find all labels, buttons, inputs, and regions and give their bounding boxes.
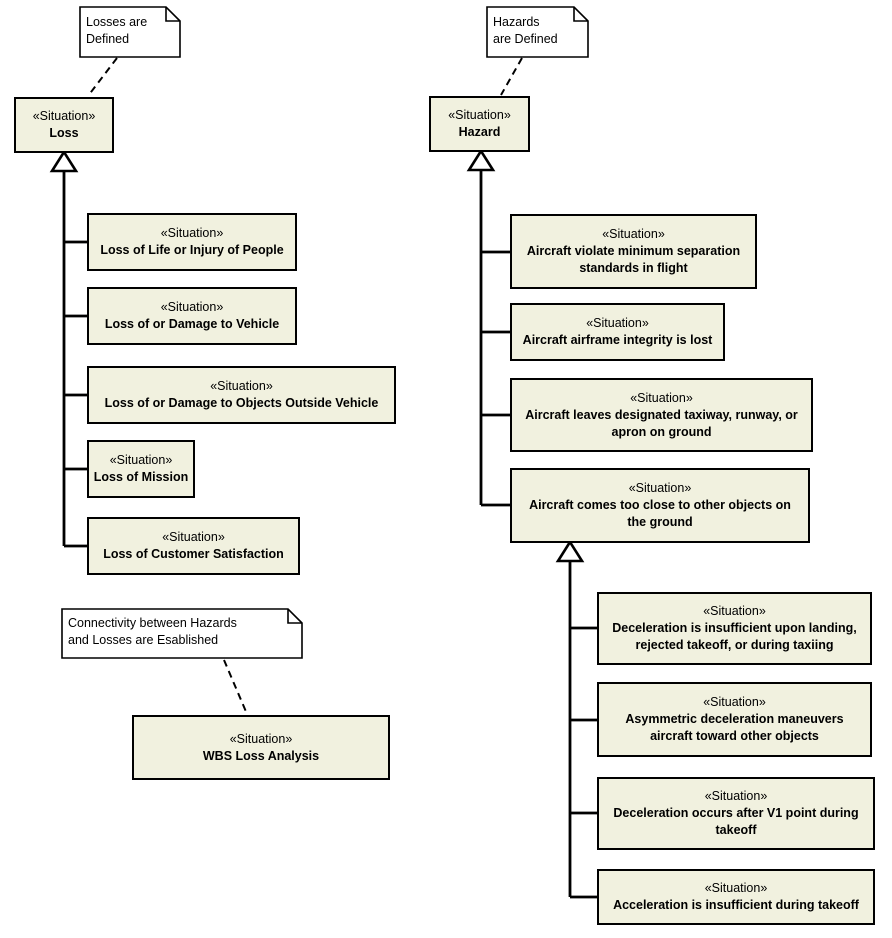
stereotype-label: «Situation» xyxy=(162,530,225,544)
situation-name: Loss xyxy=(49,126,79,140)
note-shape-losses-defined xyxy=(79,6,181,58)
situation-name: Hazard xyxy=(458,125,501,139)
situation-box-deceleration-after-v1: «Situation» Deceleration occurs after V1… xyxy=(597,777,875,850)
situation-name: Loss of Mission xyxy=(93,470,189,484)
generalization-tree-loss xyxy=(62,171,87,548)
generalization-tree-hazard xyxy=(479,170,510,507)
situation-name: Loss of Life or Injury of People xyxy=(100,243,284,257)
situation-box-wbs-loss-analysis: «Situation» WBS Loss Analysis xyxy=(132,715,390,780)
stereotype-label: «Situation» xyxy=(160,226,224,240)
stereotype-label: «Situation» xyxy=(586,316,649,330)
situation-box-loss-of-mission: «Situation» Loss of Mission xyxy=(87,440,195,498)
situation-box-too-close-ground: «Situation» Aircraft comes too close to … xyxy=(510,468,810,543)
generalization-arrowhead-hazard xyxy=(466,148,496,172)
situation-box-deceleration-insufficient: «Situation» Deceleration is insufficient… xyxy=(597,592,872,665)
stereotype-label: «Situation» xyxy=(630,390,693,405)
situation-box-damage-to-vehicle: «Situation» Loss of or Damage to Vehicle xyxy=(87,287,297,345)
situation-name: Loss of or Damage to Vehicle xyxy=(104,317,280,331)
note-losses-defined: Losses are Defined xyxy=(86,15,148,46)
generalization-arrowhead-ground-proximity xyxy=(555,539,585,563)
situation-name: WBS Loss Analysis xyxy=(202,748,320,763)
situation-box-hazard: «Situation» Hazard xyxy=(429,96,530,152)
stereotype-label: «Situation» xyxy=(703,604,766,618)
note-anchor-connectivity xyxy=(223,659,248,715)
stereotype-label: «Situation» xyxy=(628,481,692,495)
situation-box-airframe-integrity: «Situation» Aircraft airframe integrity … xyxy=(510,303,725,361)
situation-name: Loss of or Damage to Objects Outside Veh… xyxy=(104,396,379,410)
note-shape-connectivity xyxy=(61,608,303,659)
situation-box-asymmetric-deceleration: «Situation» Asymmetric deceleration mane… xyxy=(597,682,872,757)
situation-name: Acceleration is insufficient during take… xyxy=(613,898,859,912)
situation-name: Deceleration is insufficient upon landin… xyxy=(612,621,857,652)
stereotype-label: «Situation» xyxy=(704,789,768,803)
note-anchor-losses xyxy=(87,57,118,97)
situation-box-customer-satisfaction: «Situation» Loss of Customer Satisfactio… xyxy=(87,517,300,575)
situation-name: Deceleration occurs after V1 point durin… xyxy=(613,806,859,837)
situation-name: Aircraft comes too close to other object… xyxy=(529,498,791,529)
note-anchor-hazards xyxy=(500,57,523,96)
stereotype-label: «Situation» xyxy=(448,108,511,122)
generalization-tree-ground-proximity xyxy=(568,561,597,899)
note-connectivity: Connectivity between Hazards and Losses … xyxy=(68,616,237,647)
stereotype-label: «Situation» xyxy=(160,300,224,314)
stereotype-label: «Situation» xyxy=(32,109,96,123)
situation-name: Aircraft airframe integrity is lost xyxy=(522,333,713,347)
note-fold-icon xyxy=(165,7,180,22)
situation-box-loss: «Situation» Loss xyxy=(14,97,114,153)
stereotype-label: «Situation» xyxy=(229,731,293,746)
stereotype-label: «Situation» xyxy=(602,227,665,241)
situation-name: Aircraft violate minimum separation stan… xyxy=(526,244,741,275)
situation-box-damage-outside-vehicle: «Situation» Loss of or Damage to Objects… xyxy=(87,366,396,424)
stereotype-label: «Situation» xyxy=(109,453,173,467)
note-hazards-defined: Hazards are Defined xyxy=(493,15,558,46)
situation-box-leaves-taxiway: «Situation» Aircraft leaves designated t… xyxy=(510,378,813,452)
situation-box-loss-of-life: «Situation» Loss of Life or Injury of Pe… xyxy=(87,213,297,271)
note-fold-icon xyxy=(287,609,302,624)
stereotype-label: «Situation» xyxy=(210,379,273,393)
generalization-arrowhead-loss xyxy=(49,149,79,173)
situation-name: Loss of Customer Satisfaction xyxy=(103,547,284,561)
situation-box-separation-standards: «Situation» Aircraft violate minimum sep… xyxy=(510,214,757,289)
situation-name: Aircraft leaves designated taxiway, runw… xyxy=(525,407,798,439)
stereotype-label: «Situation» xyxy=(703,695,766,709)
note-shape-hazards-defined xyxy=(486,6,589,58)
stereotype-label: «Situation» xyxy=(704,881,768,895)
note-fold-icon xyxy=(573,7,588,22)
situation-name: Asymmetric deceleration maneuvers aircra… xyxy=(625,712,844,743)
situation-box-acceleration-insufficient: «Situation» Acceleration is insufficient… xyxy=(597,869,875,925)
